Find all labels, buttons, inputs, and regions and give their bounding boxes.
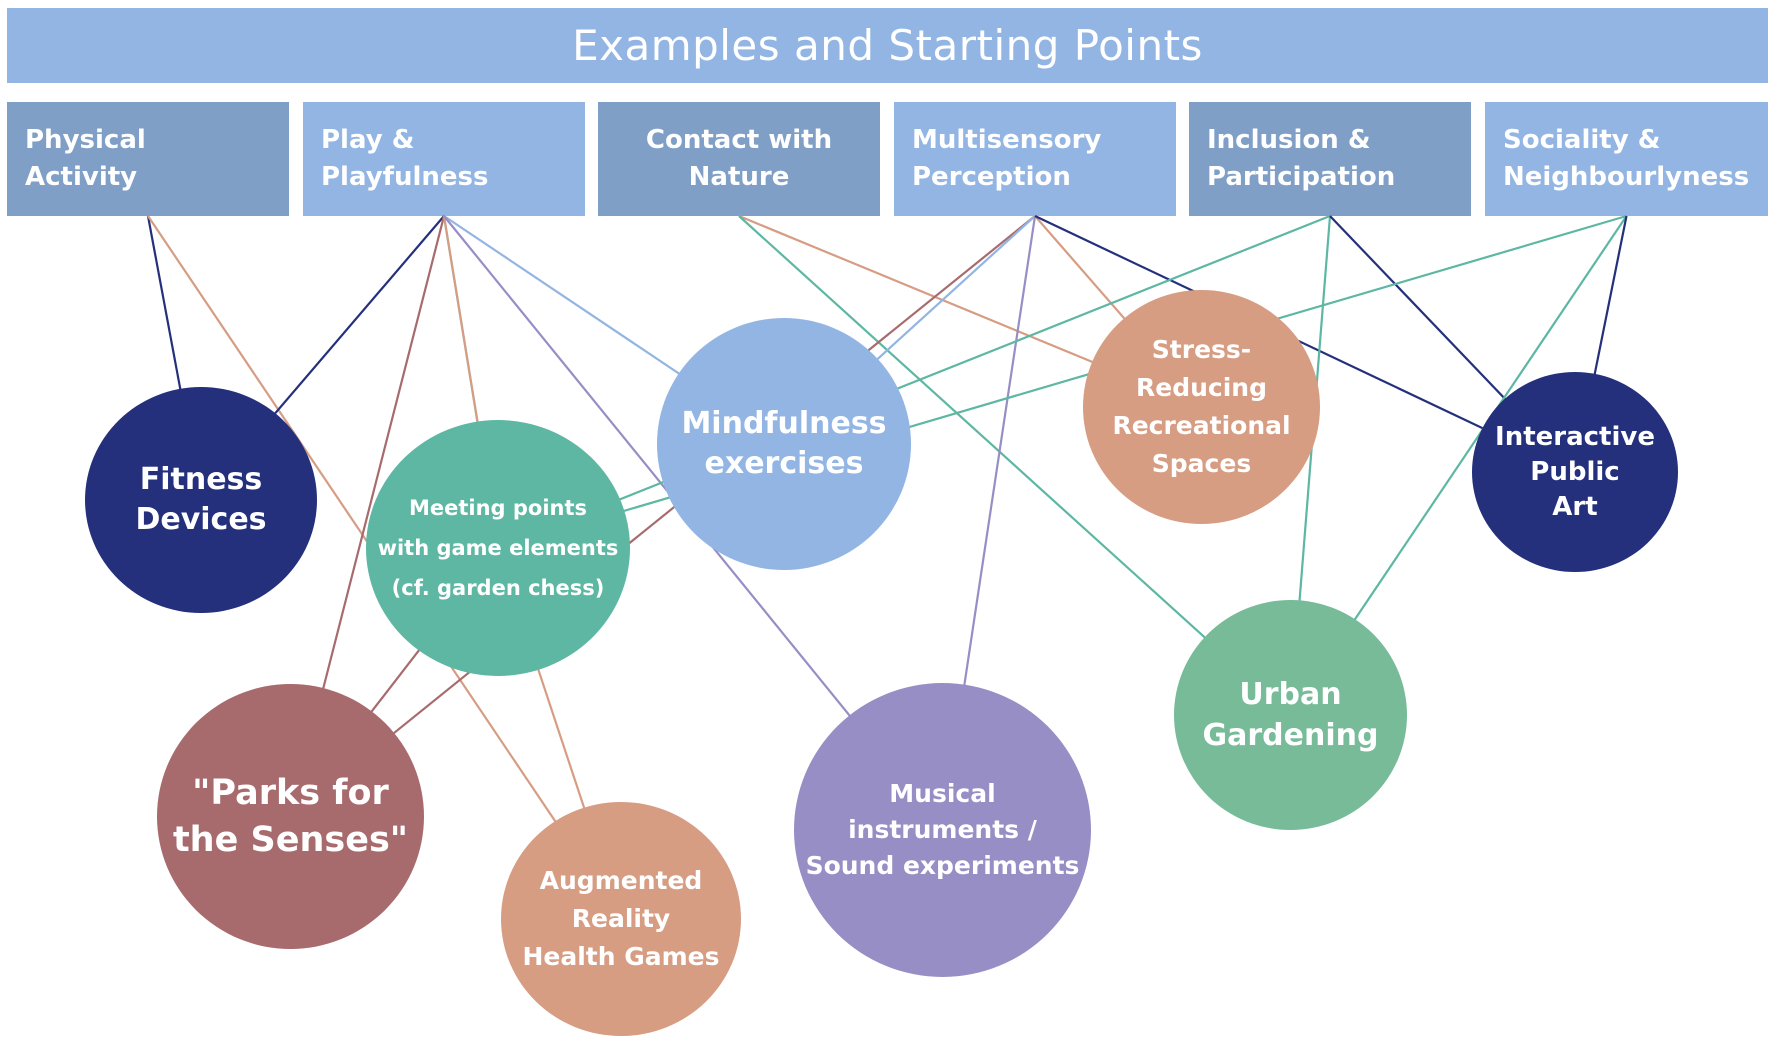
node-parks-for-the-senses: "Parks for the Senses" bbox=[157, 684, 424, 949]
node-urban-gardening: Urban Gardening bbox=[1174, 600, 1407, 830]
category-play-playfulness: Play & Playfulness bbox=[303, 102, 585, 216]
node-musical-instruments: Musical instruments / Sound experiments bbox=[794, 683, 1091, 977]
link-nature-urban bbox=[738, 215, 1292, 716]
node-stress-reducing-spaces: Stress- Reducing Recreational Spaces bbox=[1083, 290, 1320, 524]
link-multisensory-parks bbox=[289, 215, 1036, 818]
node-augmented-reality-health-games: Augmented Reality Health Games bbox=[501, 802, 741, 1036]
node-mindfulness-exercises: Mindfulness exercises bbox=[657, 318, 911, 570]
diagram-title: Examples and Starting Points bbox=[7, 8, 1768, 83]
node-fitness-devices: Fitness Devices bbox=[85, 387, 317, 613]
category-contact-with-nature: Contact with Nature bbox=[598, 102, 880, 216]
link-sociality-meeting bbox=[497, 214, 1627, 550]
category-physical-activity: Physical Activity bbox=[7, 102, 289, 216]
category-multisensory-perception: Multisensory Perception bbox=[894, 102, 1176, 216]
link-inclusion-meeting bbox=[497, 214, 1331, 550]
category-sociality-neighbourlyness: Sociality & Neighbourlyness bbox=[1485, 102, 1768, 216]
node-interactive-public-art: Interactive Public Art bbox=[1472, 372, 1678, 572]
category-inclusion-participation: Inclusion & Participation bbox=[1189, 102, 1471, 216]
node-meeting-points: Meeting points with game elements (cf. g… bbox=[366, 420, 630, 676]
